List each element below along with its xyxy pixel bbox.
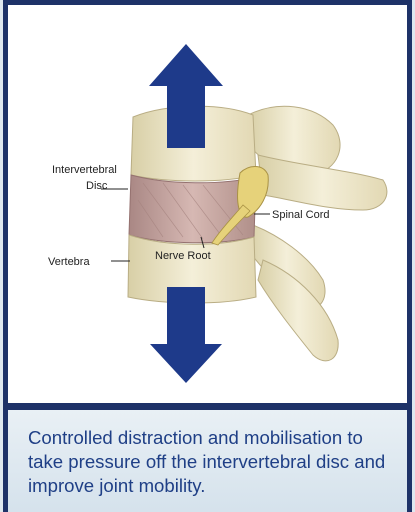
spine-diagram: Intervertebral Disc Vertebra Nerve Root … bbox=[8, 5, 407, 403]
label-spinal-cord: Spinal Cord bbox=[272, 209, 329, 221]
label-disc-line1: Intervertebral bbox=[52, 164, 117, 176]
figure-frame: Intervertebral Disc Vertebra Nerve Root … bbox=[3, 0, 412, 512]
intervertebral-disc bbox=[129, 175, 256, 243]
spinous-processes bbox=[248, 106, 387, 361]
diagram-panel: Intervertebral Disc Vertebra Nerve Root … bbox=[8, 5, 407, 403]
label-nerve-root: Nerve Root bbox=[155, 250, 211, 262]
label-vertebra: Vertebra bbox=[48, 256, 90, 268]
caption-text: Controlled distraction and mobilisation … bbox=[28, 426, 398, 498]
caption-box: Controlled distraction and mobilisation … bbox=[8, 410, 407, 512]
label-disc-line2: Disc bbox=[86, 180, 108, 192]
